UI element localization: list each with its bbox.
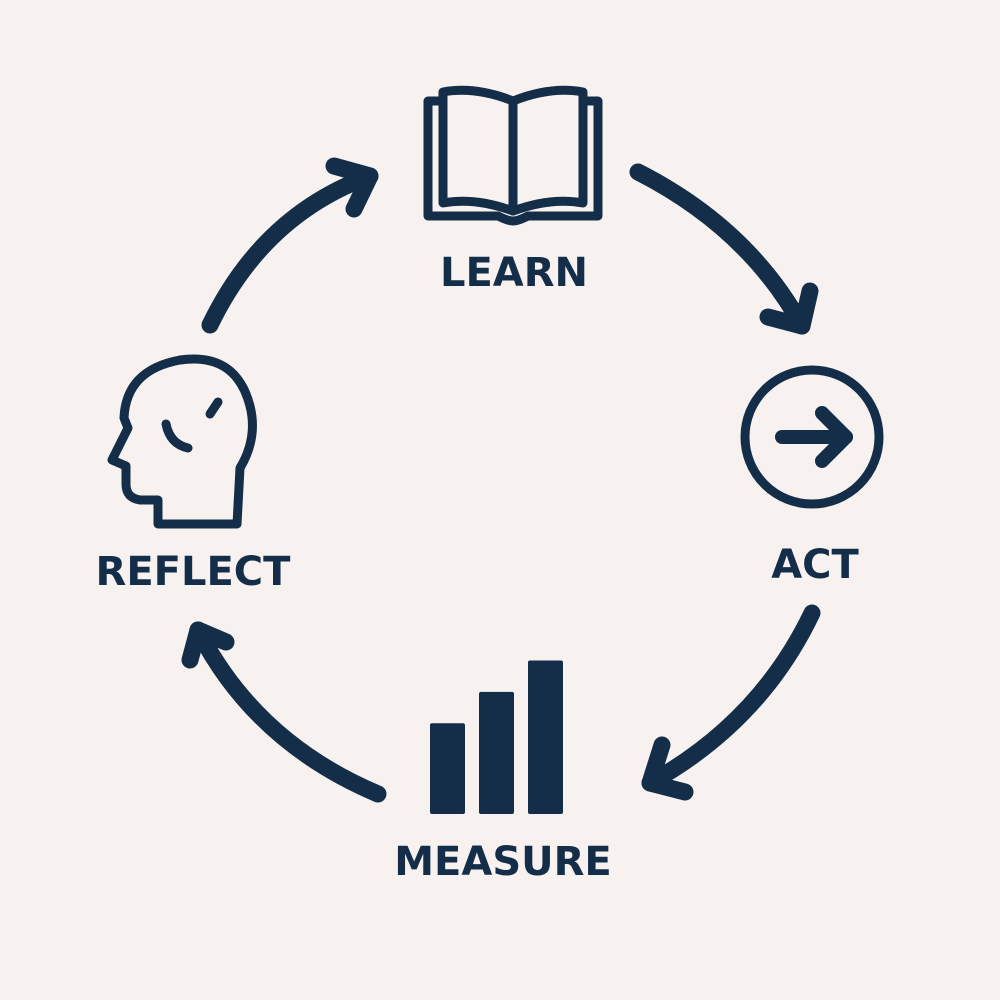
stage-label-measure: MEASURE [394,839,612,885]
cycle-arrows [181,157,821,803]
bar-2 [479,691,514,814]
arrow-act-to-measure [641,604,821,801]
stage-label-reflect: REFLECT [96,549,292,595]
head-profile-icon [107,354,257,529]
arrow-learn-to-act [629,163,819,335]
arrow-measure-to-reflect [181,621,387,803]
bar-1 [430,723,465,814]
stage-label-learn: LEARN [440,250,588,296]
arrow-reflect-to-learn [201,157,379,334]
stage-label-act: ACT [771,542,859,588]
bar-3 [528,660,563,814]
open-book-icon [423,85,603,226]
arrow-right-circle-icon [740,365,884,509]
bar-chart-icon [430,660,563,814]
